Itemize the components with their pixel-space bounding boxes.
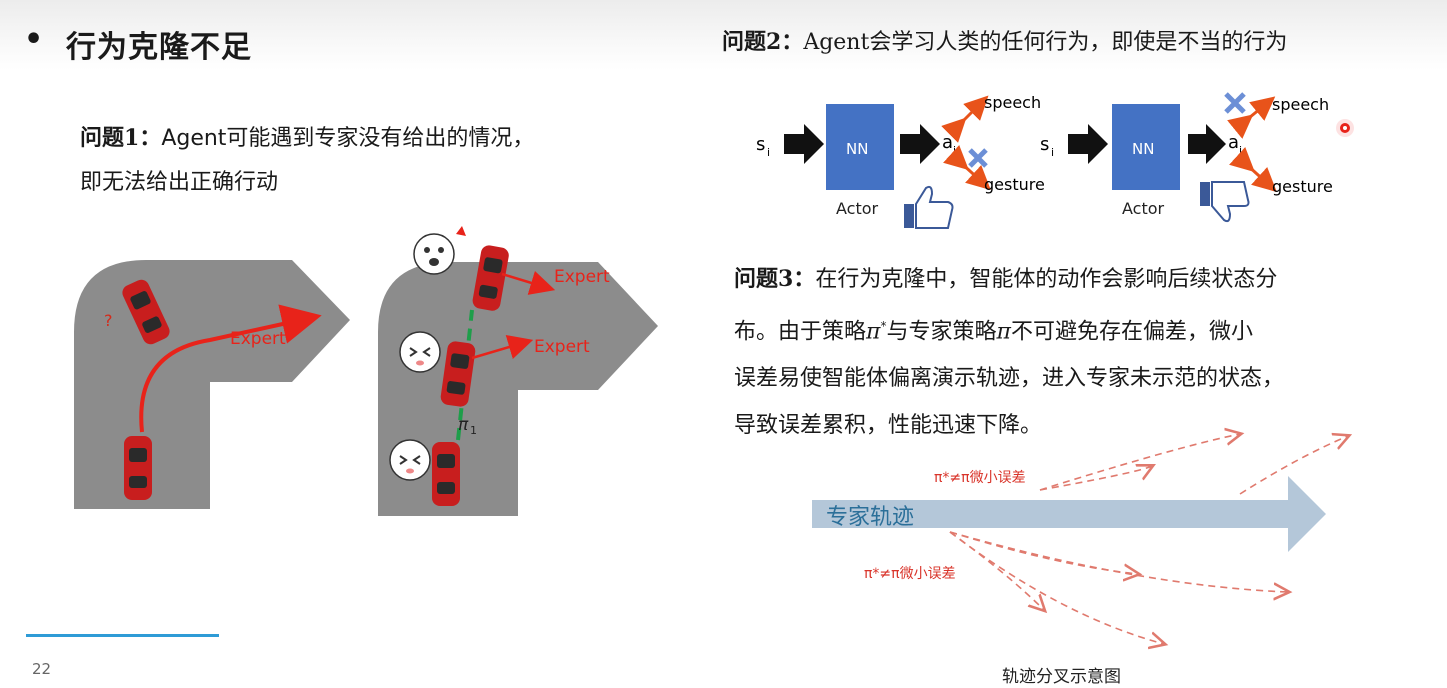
state-sub-left: i	[767, 146, 770, 159]
problem3-line2: 布。由于策略π*与专家策略π不可避免存在偏差，微小	[734, 303, 1374, 355]
car-icon	[472, 245, 509, 311]
pi-star-symbol: π	[866, 319, 881, 345]
nn-label-left: NN	[846, 140, 868, 158]
problem3-line2-b: 与专家策略	[886, 319, 997, 345]
problem1-text: 问题1：Agent可能遇到专家没有给出的情况， 即无法给出正确行动	[80, 116, 640, 205]
problem2-label: 问题2：	[722, 29, 804, 55]
speech-arrow-right	[1227, 96, 1276, 139]
error-label-top: π*≠π微小误差	[934, 470, 1026, 486]
car-icon	[124, 436, 152, 500]
output-arrow-left	[900, 124, 940, 164]
gesture-label-left: gesture	[984, 175, 1045, 194]
state-label-left: s	[756, 134, 765, 155]
problem3-line3: 误差易使智能体偏离演示轨迹，进入专家未示范的状态，	[734, 366, 1285, 392]
actor-label-left: Actor	[836, 199, 879, 218]
trajectory-divergence-diagram: 专家轨迹 π*≠π微小误差 π*≠π微小误差	[812, 426, 1400, 656]
action-sub-left: i	[953, 144, 956, 157]
speech-label-right: speech	[1272, 95, 1329, 114]
speech-arrow-left	[941, 95, 989, 143]
title-bullet: •	[24, 22, 44, 57]
pi-symbol: π	[996, 319, 1011, 345]
expert-trajectory-arrow	[812, 476, 1326, 552]
input-arrow-right	[1068, 124, 1108, 164]
expert-label-2: Expert	[554, 267, 610, 287]
title-bar-background	[0, 0, 1447, 70]
expert-trajectory-label: 专家轨迹	[826, 505, 914, 530]
thumbs-down-icon	[1200, 181, 1250, 223]
problem1-text-line1: Agent可能遇到专家没有给出的情况，	[161, 126, 535, 151]
problem3-line4: 导致误差累积，性能迅速下降。	[734, 413, 1043, 439]
nn-box-left	[826, 104, 894, 190]
problem3-text: 问题3：在行为克隆中，智能体的动作会影响后续状态分 布。由于策略π*与专家策略π…	[734, 256, 1374, 449]
trajectory-caption: 轨迹分叉示意图	[1002, 667, 1121, 687]
wincing-face-icon	[399, 331, 441, 373]
output-arrow-right	[1188, 124, 1226, 164]
problem3-line2-c: 不可避免存在偏差，微小	[1010, 319, 1253, 345]
scared-face-icon	[413, 226, 466, 275]
policy-subscript: 1	[470, 424, 477, 437]
car-icon	[122, 279, 170, 345]
state-sub-right: i	[1051, 146, 1054, 159]
problem3-label: 问题3：	[734, 266, 816, 292]
expert-path-arrow	[139, 304, 322, 433]
problem2-text: 问题2：Agent会学习人类的任何行为，即使是不当的行为	[722, 24, 1422, 56]
page-number: 22	[32, 660, 52, 678]
expert-arrow-2	[501, 270, 556, 295]
input-arrow-left	[784, 124, 824, 164]
action-sub-right: i	[1239, 144, 1242, 157]
question-mark: ?	[104, 311, 113, 330]
nn-label-right: NN	[1132, 140, 1154, 158]
road-illustration: ? Expert Expert Expert π 1	[74, 226, 658, 516]
speech-label-left: speech	[984, 93, 1041, 112]
slide-title: 行为克隆不足	[66, 30, 252, 65]
problem1-line1: 问题1：Agent可能遇到专家没有给出的情况，	[80, 116, 640, 161]
record-dot-icon	[1336, 119, 1354, 137]
footer-accent-line	[26, 634, 219, 637]
gesture-arrow-left	[943, 145, 991, 191]
problem2-body: Agent会学习人类的任何行为，即使是不当的行为	[803, 30, 1288, 55]
action-label-left: a	[942, 132, 953, 153]
problem1-label: 问题1：	[80, 125, 162, 151]
gesture-arrow-right	[1229, 147, 1277, 193]
error-label-bottom: π*≠π微小误差	[864, 566, 956, 582]
nn-actor-diagram: s i NN Actor a i speech gesture s i NN A…	[756, 92, 1354, 229]
gesture-label-right: gesture	[1272, 177, 1333, 196]
wincing-face-icon	[389, 439, 431, 481]
action-label-right: a	[1228, 132, 1239, 153]
state-label-right: s	[1040, 134, 1049, 155]
problem1-text-line2: 即无法给出正确行动	[80, 170, 279, 195]
car-icon	[440, 341, 476, 407]
x-mark-icon	[968, 148, 988, 168]
car-icon	[432, 442, 460, 506]
expert-label-1: Expert	[230, 329, 286, 349]
pi-star-superscript: *	[880, 319, 887, 333]
divergent-paths	[949, 434, 1348, 644]
x-mark-icon	[1224, 92, 1246, 114]
policy-label: π	[458, 415, 469, 435]
thumbs-up-icon	[904, 185, 954, 229]
nn-box-right	[1112, 104, 1180, 190]
problem3-line2-a: 布。由于策略	[734, 319, 867, 345]
actor-label-right: Actor	[1122, 199, 1165, 218]
expert-label-3: Expert	[534, 337, 590, 357]
expert-arrow-3	[471, 334, 534, 360]
problem3-line1-text: 在行为克隆中，智能体的动作会影响后续状态分	[815, 267, 1278, 292]
problem3-line1: 问题3：在行为克隆中，智能体的动作会影响后续状态分	[734, 256, 1374, 303]
road-shape-1	[74, 260, 350, 509]
